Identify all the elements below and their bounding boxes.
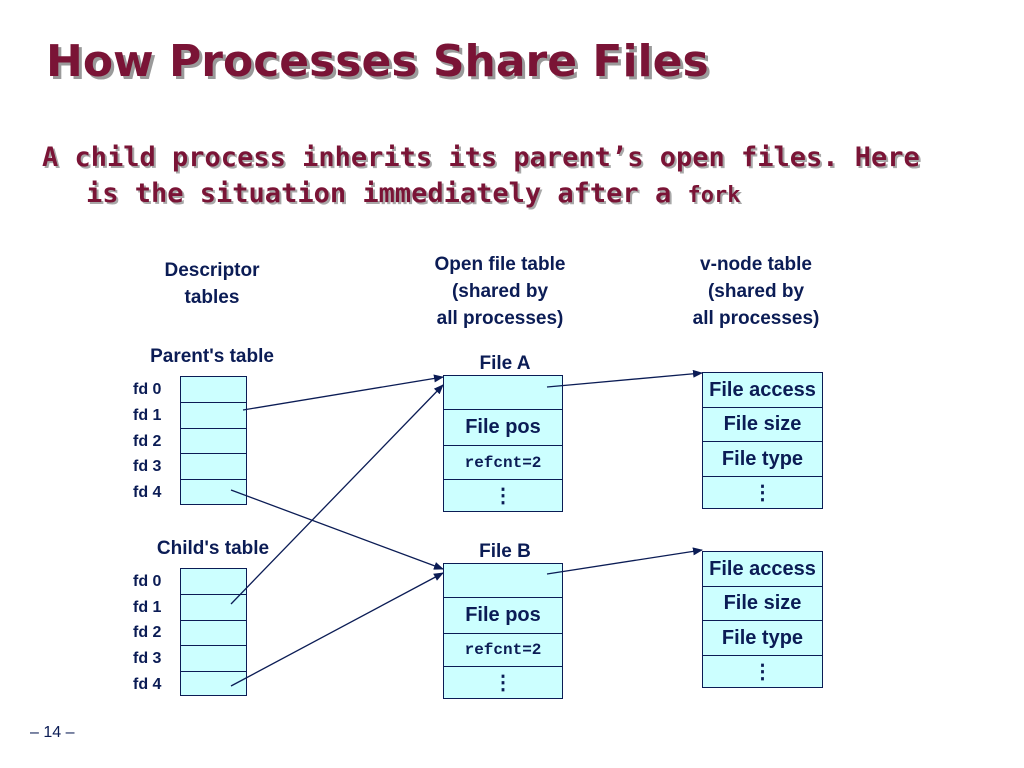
child-fd-cell bbox=[180, 620, 247, 647]
child-fd-label: fd 0 bbox=[133, 573, 162, 590]
vnode-table-header: v-node table (shared by all processes) bbox=[656, 251, 856, 332]
parent-fd-label: fd 2 bbox=[133, 433, 162, 450]
child-fd-cell bbox=[180, 568, 247, 595]
arrow-child-fd1-to-file-a bbox=[230, 384, 444, 605]
descriptor-tables-header: Descriptor tables bbox=[140, 257, 284, 311]
child-fd-label: fd 3 bbox=[133, 650, 162, 667]
open-file-table-header: Open file table (shared by all processes… bbox=[400, 251, 600, 332]
arrow-file-a-to-vnode-a bbox=[546, 369, 703, 388]
parent-fd-label: fd 4 bbox=[133, 484, 162, 501]
bullet-line-2-text: is the situation immediately after a bbox=[86, 178, 672, 209]
parent-fd-label: fd 1 bbox=[133, 407, 162, 424]
file-a-entry-top bbox=[443, 375, 563, 410]
file-a-more: ⋮ bbox=[443, 479, 563, 512]
file-b-label: File B bbox=[479, 541, 531, 562]
fork-code: fork bbox=[687, 183, 741, 208]
parent-table-label: Parent's table bbox=[150, 346, 274, 367]
child-fd-label: fd 4 bbox=[133, 676, 162, 693]
vnode-b-type: File type bbox=[702, 620, 823, 656]
file-a-label: File A bbox=[479, 353, 531, 374]
parent-fd-cell bbox=[180, 479, 247, 505]
file-b-more: ⋮ bbox=[443, 666, 563, 699]
child-table-label: Child's table bbox=[156, 538, 270, 559]
parent-fd-label: fd 0 bbox=[133, 381, 162, 398]
child-fd-label: fd 2 bbox=[133, 624, 162, 641]
bullet-line-1: A child process inherits its parent’s op… bbox=[42, 142, 920, 173]
file-b-refcnt: refcnt=2 bbox=[443, 633, 563, 667]
vnode-a-more: ⋮ bbox=[702, 476, 823, 509]
header-line: all processes) bbox=[436, 308, 564, 329]
header-line: (shared by bbox=[451, 281, 549, 302]
header-line: v-node table bbox=[700, 254, 812, 275]
child-fd-label: fd 1 bbox=[133, 599, 162, 616]
header-line: Open file table bbox=[434, 254, 566, 275]
header-line: tables bbox=[184, 287, 240, 308]
arrow-file-b-to-vnode-b bbox=[546, 547, 703, 575]
vnode-b-size: File size bbox=[702, 586, 823, 621]
header-line: (shared by bbox=[707, 281, 805, 302]
bullet-text: A child process inherits its parent’s op… bbox=[42, 140, 1002, 214]
slide-title: How Processes Share Files bbox=[46, 36, 709, 87]
arrow-parent-fd1-to-file-a bbox=[242, 374, 444, 411]
header-line: Descriptor bbox=[164, 260, 260, 281]
vnode-a-access: File access bbox=[702, 372, 823, 408]
file-b-entry-top bbox=[443, 563, 563, 598]
file-a-pos: File pos bbox=[443, 409, 563, 446]
arrow-child-fd4-to-file-b bbox=[230, 572, 444, 687]
vnode-a-size: File size bbox=[702, 407, 823, 442]
bullet-line-2: is the situation immediately after a for… bbox=[42, 176, 1002, 214]
page-number: – 14 – bbox=[30, 724, 75, 741]
vnode-b-more: ⋮ bbox=[702, 655, 823, 688]
parent-fd-label: fd 3 bbox=[133, 458, 162, 475]
header-line: all processes) bbox=[692, 308, 820, 329]
arrow-parent-fd4-to-file-b bbox=[230, 489, 444, 570]
